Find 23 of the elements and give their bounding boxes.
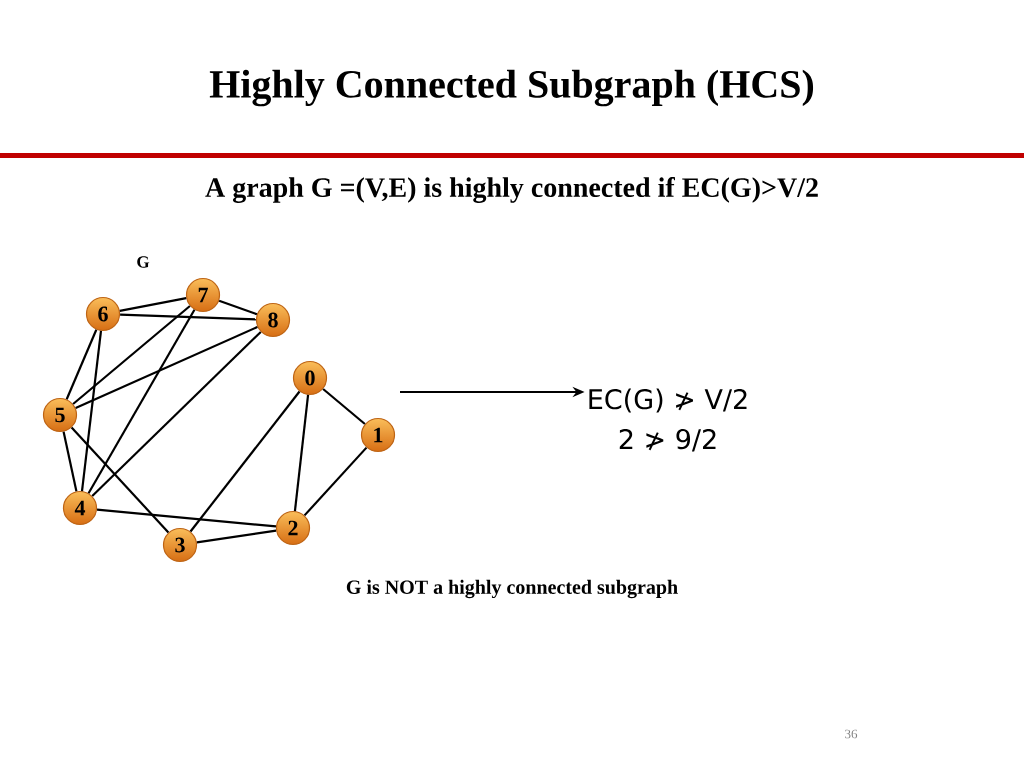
edge-line <box>96 508 277 528</box>
edge-line <box>119 297 187 312</box>
edge-line <box>80 330 103 492</box>
edge-line <box>62 431 78 492</box>
edge-line <box>218 299 258 316</box>
edge-line <box>196 529 277 544</box>
conclusion-text: G is NOT a highly connected subgraph <box>346 579 678 599</box>
graph-label: G <box>137 256 150 268</box>
edge-line <box>189 390 301 533</box>
title: Highly Connected Subgraph (HCS) <box>209 69 814 107</box>
edge-line <box>70 426 170 534</box>
edge-line <box>120 313 256 321</box>
edge-line <box>303 446 368 517</box>
edge-line <box>91 331 262 497</box>
edge-line <box>75 325 258 410</box>
edge-line <box>87 309 196 494</box>
edge-line <box>72 305 191 405</box>
subtitle: A graph G =(V,E) is highly connected if EC(G)>V/2 <box>205 177 818 203</box>
edge-line <box>322 388 366 425</box>
page-number: 36 <box>845 729 858 739</box>
edge-line <box>293 394 310 512</box>
inequality-text: EC(G) ≯ V/2 2 ≯ 9/2 <box>589 388 747 452</box>
edge-line <box>65 329 98 400</box>
